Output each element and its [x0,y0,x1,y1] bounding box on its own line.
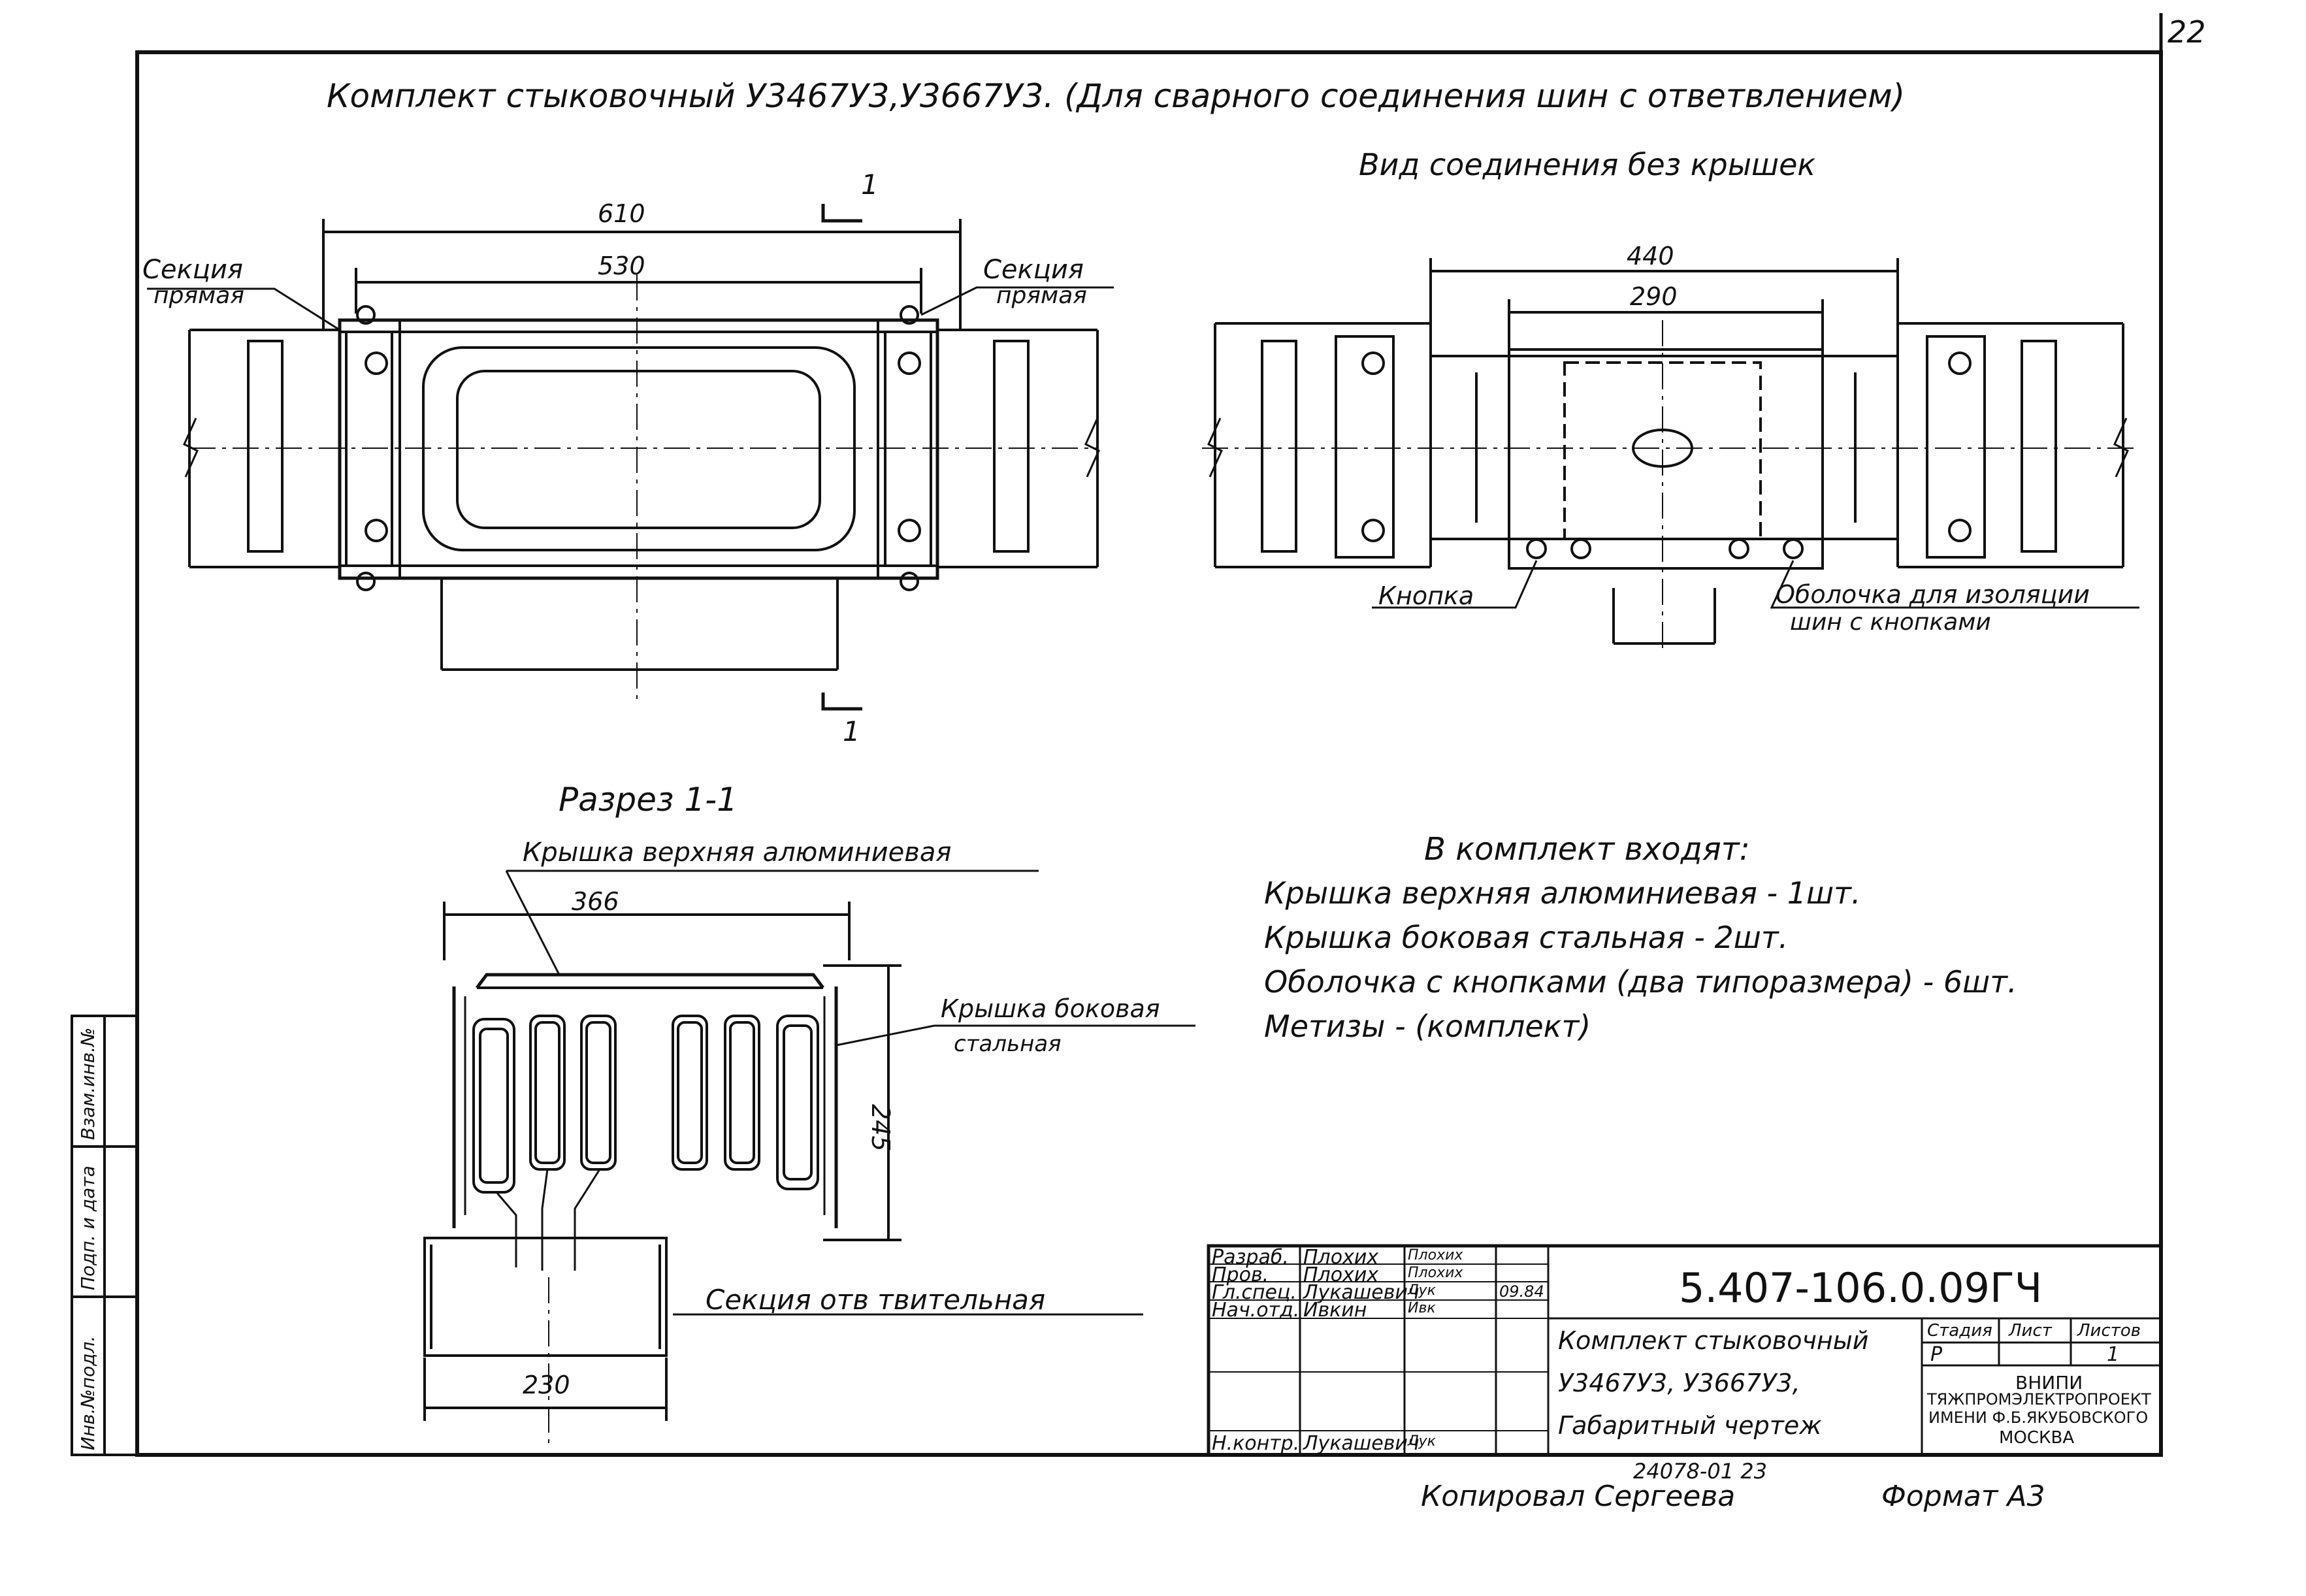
sheet-border [135,50,2163,1457]
label-shell: Оболочка для изоляции [1776,580,2090,609]
label-side-cover-2: стальная [954,1031,1062,1057]
label-button: Кнопка [1378,581,1474,610]
dim-230: 230 [523,1371,570,1399]
doc-name-3: Габаритный чертеж [1558,1411,1822,1440]
label-top-cover: Крышка верхняя алюминиевая [523,838,952,868]
doc-code: 5.407-106.0.09ГЧ [1679,1264,2043,1312]
tb-name-1: Плохих [1303,1246,1379,1269]
title-block-frame [1207,1244,2163,1457]
kit-item-2: Крышка боковая стальная - 2шт. [1264,920,1789,955]
tb-role-7: Н.контр. [1212,1432,1300,1455]
dim-530: 530 [598,252,645,280]
section-title: Разрез 1-1 [559,781,738,819]
org-1: ВНИПИ [2015,1372,2083,1393]
org-3: ИМЕНИ Ф.Б.ЯКУБОВСКОГО [1928,1409,2149,1427]
tb-sign-4: Ивк [1408,1300,1436,1316]
tb-role-4: Нач.отд. [1212,1299,1300,1322]
tb-name-2: Плохих [1303,1263,1379,1286]
paper-format: Формат А3 [1881,1480,2045,1513]
kit-item-3: Оболочка с кнопками (два типоразмера) - … [1264,964,2017,1000]
label-straight-right: Секция [983,255,1084,285]
archive-number: 24078-01 23 [1633,1459,1767,1484]
label-straight-left: Секция [142,255,243,285]
org-2: ТЯЖПРОМЭЛЕКТРОПРОЕКТ [1927,1390,2151,1409]
stamp-replace: Взам.инв.№ [77,1027,99,1140]
kit-item-4: Метизы - (комплект) [1264,1009,1591,1044]
tb-sheets-header: Листов [2077,1321,2141,1341]
left-plan-view [147,204,1114,711]
kit-heading: В комплект входят: [1424,831,1750,868]
right-plan-view [1202,258,2139,653]
tb-name-7: Лукашевич [1303,1432,1420,1455]
main-title: Комплект стыковочный У3467У3,У3667У3. (Д… [327,77,1906,115]
kit-item-1: Крышка верхняя алюминиевая - 1шт. [1264,875,1861,911]
stamp-inv: Инв.№подл. [77,1335,99,1450]
section-view [423,870,1195,1444]
dim-440: 440 [1627,242,1674,270]
label-straight-left-2: прямая [154,282,244,309]
doc-name-1: Комплект стыковочный [1558,1326,1869,1355]
label-straight-right-2: прямая [996,282,1087,309]
tb-role-2: Пров. [1212,1263,1269,1286]
label-shell-2: шин с кнопками [1790,609,1991,636]
section-mark-bottom: 1 [843,715,860,747]
tb-sign-7: Лук [1408,1433,1436,1450]
dim-610: 610 [598,199,645,228]
tb-sheets: 1 [2107,1343,2120,1366]
doc-name-2: У3467У3, У3667У3, [1558,1369,1800,1397]
tb-name-4: Ивкин [1303,1299,1367,1322]
tb-sheet-header: Лист [2009,1321,2052,1341]
stamp-sign-date: Подп. и дата [77,1165,99,1290]
tb-sign-2: Плохих [1408,1265,1463,1281]
tb-sign-1: Плохих [1408,1247,1463,1263]
tb-name-3: Лукашевич [1303,1281,1420,1304]
label-side-cover: Крышка боковая [941,994,1160,1023]
tb-role-3: Гл.спец. [1212,1281,1297,1304]
dim-290: 290 [1630,282,1678,311]
dim-366: 366 [572,887,619,916]
tb-stage: Р [1930,1343,1943,1366]
dim-245: 245 [866,1104,895,1152]
tb-stage-header: Стадия [1927,1321,1992,1341]
copied-by: Копировал Сергеева [1421,1480,1736,1513]
tb-date-3: 09.84 [1499,1282,1544,1301]
tb-role-1: Разраб. [1212,1246,1289,1269]
page-number: 22 [2168,14,2206,50]
label-branch: Секция отв твительная [706,1284,1046,1316]
org-4: МОСКВА [1999,1428,2075,1448]
section-mark-top: 1 [861,169,879,201]
side-stamp-frame [71,1015,138,1456]
tb-sign-3: Лук [1408,1282,1436,1299]
view-title: Вид соединения без крышек [1359,147,1816,182]
